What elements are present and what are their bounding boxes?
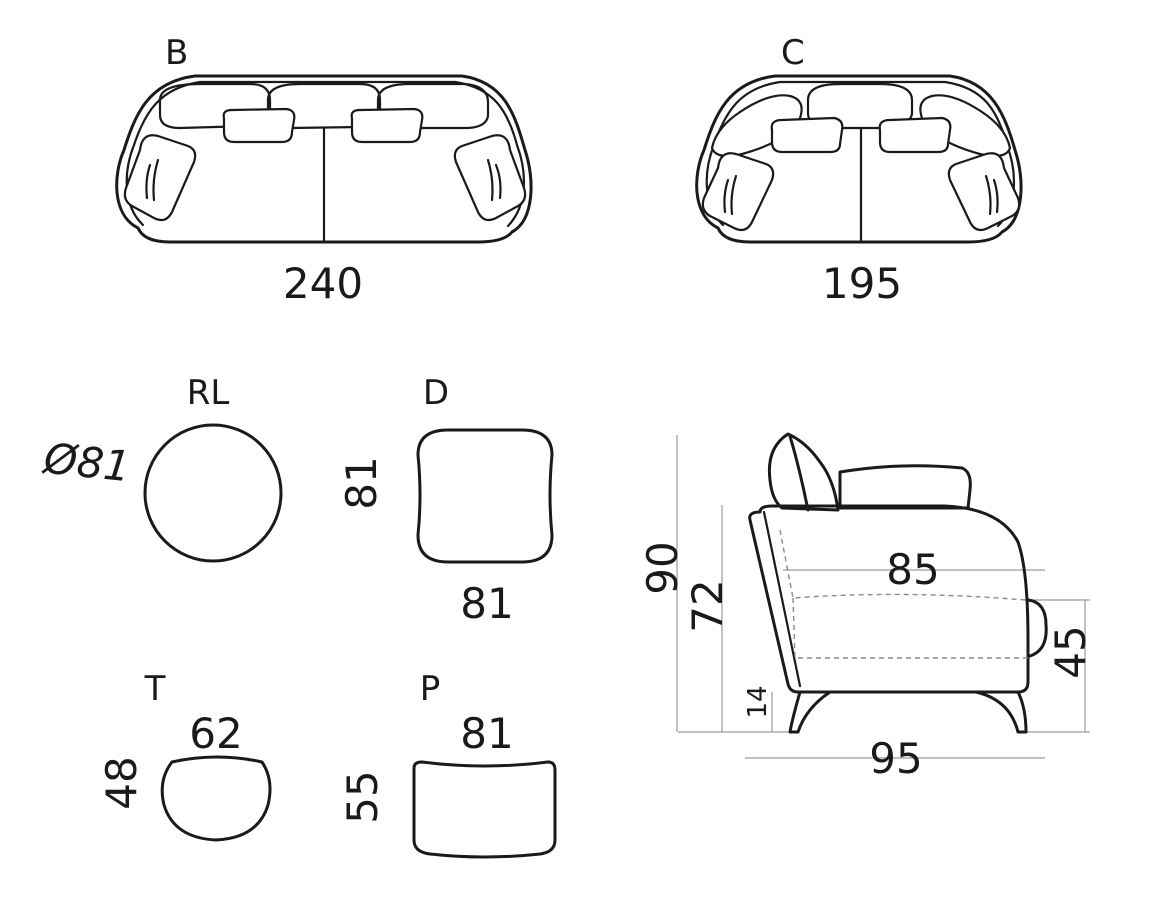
side-back-cushion bbox=[838, 464, 972, 510]
module-d-outline bbox=[416, 428, 554, 564]
module-b-outline bbox=[115, 74, 533, 244]
module-p-outline bbox=[412, 760, 557, 859]
module-c-label: C bbox=[781, 33, 805, 73]
total-depth-dimension: 95 bbox=[869, 734, 922, 783]
side-view: 90 72 85 45 14 95 bbox=[638, 432, 1095, 783]
module-c-outline bbox=[695, 74, 1023, 244]
module-p-depth-dimension: 55 bbox=[338, 770, 387, 823]
module-c-pillow-right bbox=[878, 116, 952, 154]
side-back-pillow-piping bbox=[788, 434, 810, 512]
module-b-pillow-right bbox=[350, 107, 424, 144]
module-b-width-dimension: 240 bbox=[283, 259, 363, 308]
module-c-pillow-left bbox=[770, 116, 844, 154]
module-c-top-view: C 195 bbox=[695, 33, 1023, 308]
side-arm-bolster bbox=[1026, 598, 1048, 658]
module-t-width-dimension: 62 bbox=[189, 709, 242, 758]
module-t-outline bbox=[160, 755, 272, 842]
module-b-top-view: B 240 bbox=[115, 33, 533, 308]
module-p-label: P bbox=[420, 669, 441, 709]
module-c-arm-pillow-left bbox=[701, 152, 775, 232]
seat-depth-dimension: 85 bbox=[886, 545, 939, 594]
total-height-dimension: 90 bbox=[638, 541, 687, 594]
module-b-arm-pillow-left bbox=[123, 134, 197, 222]
module-b-arm-pillow-right bbox=[453, 134, 527, 222]
module-c-arm-pillow-right bbox=[947, 152, 1021, 232]
module-rl-outline bbox=[143, 423, 283, 563]
side-leg-back bbox=[974, 690, 1028, 734]
module-t-depth-dimension: 48 bbox=[97, 756, 146, 809]
module-rl-diameter-dimension: Ø81 bbox=[40, 433, 133, 491]
side-back-pillow bbox=[767, 432, 840, 512]
module-c-width-dimension: 195 bbox=[822, 259, 902, 308]
back-height-dimension: 72 bbox=[683, 579, 732, 632]
module-b-arm-pillow-left-crease bbox=[145, 158, 160, 202]
side-seat-bottom-dashed bbox=[792, 597, 1028, 659]
module-d-top-view: D 81 81 bbox=[337, 373, 554, 628]
side-leg-front bbox=[788, 690, 832, 734]
module-d-depth-dimension: 81 bbox=[337, 456, 386, 509]
side-body-outline bbox=[748, 504, 1030, 694]
side-seat-top-dashed bbox=[779, 529, 1027, 601]
module-b-label: B bbox=[165, 33, 188, 73]
side-back-frame bbox=[762, 510, 802, 688]
module-b-arm-pillow-right-crease bbox=[486, 158, 502, 202]
module-p-width-dimension: 81 bbox=[460, 709, 513, 758]
module-d-width-dimension: 81 bbox=[460, 579, 513, 628]
module-d-label: D bbox=[423, 373, 449, 413]
module-t-label: T bbox=[144, 669, 166, 709]
module-b-inner-rim bbox=[125, 80, 526, 228]
seat-height-dimension: 45 bbox=[1046, 625, 1095, 678]
leg-height-dimension: 14 bbox=[743, 685, 773, 718]
module-c-arm-pillow-right-crease bbox=[984, 174, 999, 216]
module-b-pillow-left bbox=[222, 107, 296, 144]
module-c-inner-rim bbox=[705, 80, 1016, 228]
module-c-arm-pillow-left-crease bbox=[723, 174, 738, 216]
module-p-top-view: P 81 55 bbox=[338, 669, 557, 859]
module-rl-top-view: RL Ø81 bbox=[40, 373, 283, 563]
module-rl-label: RL bbox=[187, 373, 230, 413]
module-t-top-view: T 62 48 bbox=[97, 669, 272, 842]
